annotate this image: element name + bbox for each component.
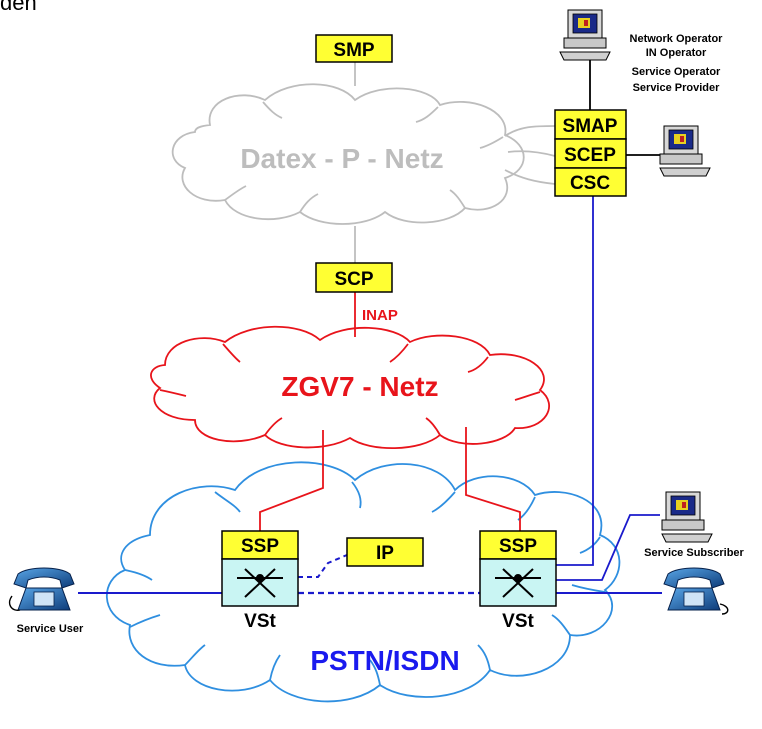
zgv7-cloud xyxy=(150,325,550,450)
operator-label-1: Network Operator xyxy=(630,33,724,45)
csc-box: CSC xyxy=(554,167,627,197)
zgv7-network-label: ZGV7 - Netz xyxy=(281,371,438,402)
operator-label-3: Service Operator xyxy=(632,66,721,78)
operator-labels: Network Operator IN Operator Service Ope… xyxy=(630,33,724,94)
smp-box: SMP xyxy=(315,34,393,63)
scep-computer-icon xyxy=(659,125,711,177)
operator-label-2: IN Operator xyxy=(646,47,707,59)
scp-box: SCP xyxy=(315,262,393,293)
smp-label: SMP xyxy=(333,40,375,61)
operator-computer-icon xyxy=(559,9,611,61)
subscriber-computer-icon xyxy=(661,491,713,543)
service-subscriber-label: Service Subscriber xyxy=(644,547,744,559)
pstn-isdn-cloud xyxy=(105,461,621,703)
switch-right-icon xyxy=(495,568,541,598)
ip-box: IP xyxy=(346,537,424,567)
scep-label: SCEP xyxy=(564,145,616,166)
scp-label: SCP xyxy=(334,269,373,290)
vst-left-switch: SSP VSt xyxy=(221,530,299,632)
ssp-right-label: SSP xyxy=(499,536,537,557)
inap-label: INAP xyxy=(362,307,398,324)
pstn-network-label: PSTN/ISDN xyxy=(310,645,459,676)
smap-label: SMAP xyxy=(563,116,618,137)
datex-network-label: Datex - P - Netz xyxy=(240,143,443,174)
scep-box: SCEP xyxy=(554,138,627,169)
service-user-phone-icon xyxy=(8,567,75,611)
ip-label: IP xyxy=(376,543,394,564)
partial-heading: den xyxy=(0,0,37,15)
vst-right-label: VSt xyxy=(502,611,534,632)
smap-box: SMAP xyxy=(554,109,627,140)
csc-label: CSC xyxy=(570,173,610,194)
vst-left-label: VSt xyxy=(244,611,276,632)
switch-left-icon xyxy=(237,568,283,598)
service-user-label: Service User xyxy=(17,623,84,635)
ssp-left-label: SSP xyxy=(241,536,279,557)
datex-links xyxy=(504,125,556,185)
right-phone-icon xyxy=(663,567,729,615)
vst-right-switch: SSP VSt xyxy=(479,530,557,632)
operator-label-4: Service Provider xyxy=(633,82,721,94)
datex-p-cloud xyxy=(171,83,525,225)
